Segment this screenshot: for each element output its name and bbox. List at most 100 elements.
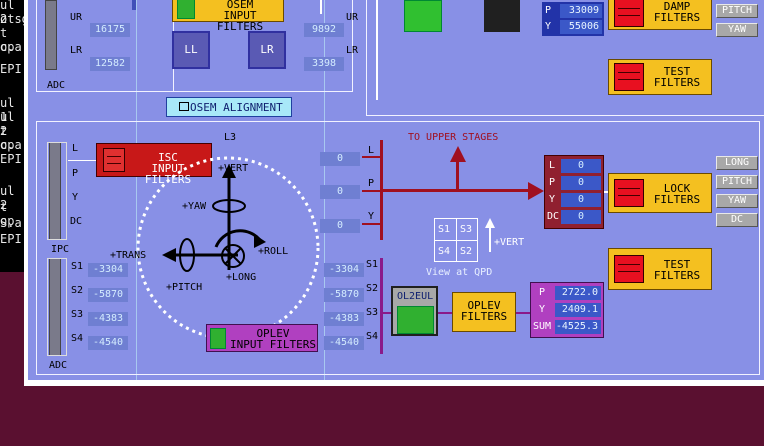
long-axis-marker	[221, 244, 245, 268]
oplev-y-value: 2409.1	[555, 303, 601, 317]
terminal-line: S.a	[0, 216, 22, 230]
adc-label: ADC	[47, 80, 66, 91]
osem-right-ur-value: 9892	[304, 23, 344, 37]
adc-slider[interactable]	[45, 0, 57, 70]
ll-button-label: LL	[184, 43, 198, 56]
damp-test-filters-button[interactable]: TEST FILTERS	[608, 59, 712, 95]
lock-dc-value: 0	[561, 210, 601, 224]
ll-button[interactable]: LL	[172, 31, 210, 69]
oplev-p-value: 2722.0	[555, 286, 601, 300]
lock-p-value: 0	[561, 176, 601, 190]
oplev-line	[438, 312, 452, 314]
filter-bank-icon	[614, 255, 644, 283]
oplev-right-s1-value: -3304	[324, 263, 364, 277]
terminal-line: c.a	[0, 138, 22, 152]
ol2eul-label: OL2EUL	[397, 291, 434, 302]
isc-out-l-value: 0	[320, 152, 360, 166]
oplev-s4-label: S4	[71, 333, 84, 344]
osem-alignment-button[interactable]: OSEM ALIGNMENT	[166, 97, 292, 117]
oplev-right-s3-value: -4383	[324, 312, 364, 326]
long-cross	[224, 247, 242, 265]
osem-filter-label-line: OSEM	[226, 0, 254, 11]
isc-test-filters-button[interactable]: TEST FILTERS	[608, 248, 712, 290]
ol2eul-button[interactable]: OL2EUL	[391, 286, 438, 336]
oplev-p-label: P	[539, 287, 546, 298]
lock-dc-label: DC	[547, 211, 560, 222]
qpd-vert-arrow	[485, 218, 495, 252]
oplev-line	[516, 312, 530, 314]
green-matrix-icon	[404, 0, 442, 32]
osem-ur-value: 16175	[90, 23, 130, 37]
isc-out-p-label: P	[368, 178, 375, 189]
oplev-filters-line: OPLEV	[256, 327, 290, 340]
ipc-label: IPC	[51, 244, 70, 255]
roll-arrowhead	[254, 234, 266, 248]
isc-out-p-value: 0	[320, 185, 360, 199]
ipc-channel-l: L	[72, 143, 79, 154]
osem-lr-value: 12582	[90, 57, 130, 71]
isc-out-y-label: Y	[368, 211, 375, 222]
lock-pitch-button[interactable]: PITCH	[716, 175, 758, 189]
yaw-label: +YAW	[182, 201, 207, 212]
lock-yaw-button[interactable]: YAW	[716, 194, 758, 208]
osem-input-filters-button[interactable]: OSEM INPUT FILTERS	[172, 0, 284, 32]
isc-line	[362, 223, 382, 225]
damp-p-value: 33009	[560, 4, 602, 18]
terminal-line: EPI	[0, 232, 22, 246]
pitch-rotation	[179, 238, 195, 272]
oplev-filters-line: OPLEV	[467, 299, 501, 312]
lock-long-button[interactable]: LONG	[716, 156, 758, 170]
connector	[68, 160, 96, 161]
vert-arrowhead	[222, 164, 236, 178]
to-upper-stages-label: TO UPPER STAGES	[408, 132, 499, 143]
damp-filters-label: DAMP FILTERS	[645, 1, 709, 23]
oplev-s2-value: -5870	[88, 288, 128, 302]
oplev-right-s2-value: -5870	[324, 288, 364, 302]
damp-pitch-button[interactable]: PITCH	[716, 4, 758, 18]
filter-bank-icon	[614, 0, 644, 27]
isc-test-filters-line: FILTERS	[653, 269, 701, 282]
osem-filter-label-line: INPUT FILTERS	[216, 9, 264, 33]
damp-test-filters-label: TEST FILTERS	[645, 66, 709, 88]
terminal-window[interactable]: ul 2 otsg t op c.a EPI ul 1 ul 2 t op c.…	[0, 0, 29, 272]
damp-filters-line: FILTERS	[653, 11, 701, 24]
vert-label: +VERT	[218, 163, 249, 174]
qpd-vert-label: +VERT	[494, 237, 525, 248]
terminal-line: EPI	[0, 62, 22, 76]
filter-bank-icon	[210, 328, 226, 349]
terminal-line: c.a	[0, 40, 22, 54]
lr-button[interactable]: LR	[248, 31, 286, 69]
lock-y-label: Y	[549, 194, 556, 205]
damp-yaw-button[interactable]: YAW	[716, 23, 758, 37]
checker-matrix-icon	[484, 0, 520, 32]
oplev-sum-label: SUM	[533, 321, 552, 332]
upper-arrowhead-shape	[450, 146, 466, 162]
oplev-filters-button[interactable]: OPLEV FILTERS	[452, 292, 516, 332]
oplev-adc-frame	[47, 258, 67, 356]
trans-label: +TRANS	[110, 250, 147, 261]
isc-test-filters-label: TEST FILTERS	[645, 259, 709, 281]
ipc-channel-y: Y	[72, 192, 79, 203]
connector	[320, 0, 322, 14]
isc-out-l-label: L	[368, 145, 375, 156]
damp-y-value: 55006	[560, 20, 602, 34]
lr-button-label: LR	[260, 43, 274, 56]
isc-out-y-value: 0	[320, 219, 360, 233]
lock-dc-button[interactable]: DC	[716, 213, 758, 227]
qpd-vert-head	[485, 218, 495, 228]
terminal-line: ul 1	[0, 96, 15, 124]
terminal-line: ul 2	[0, 0, 15, 26]
qpd-cell-s1: S1	[438, 224, 451, 235]
lock-filters-button[interactable]: LOCK FILTERS	[608, 173, 712, 213]
oplev-line	[380, 312, 392, 314]
medm-screen: ADC UR LR 16175 12582 OSEM INPUT FILTERS…	[28, 0, 764, 380]
lock-p-label: P	[549, 177, 556, 188]
oplev-input-filters-label: OPLEV INPUT FILTERS	[229, 328, 317, 350]
oplev-input-filters-button[interactable]: OPLEV INPUT FILTERS	[206, 324, 318, 352]
qpd-view: S1 S3 S4 S2	[434, 218, 478, 262]
damp-filters-button[interactable]: DAMP FILTERS	[608, 0, 712, 30]
lock-l-label: L	[549, 160, 556, 171]
oplev-right-s4-label: S4	[366, 331, 379, 342]
damp-filters-line: DAMP	[663, 0, 691, 13]
long-label: +LONG	[226, 272, 257, 283]
